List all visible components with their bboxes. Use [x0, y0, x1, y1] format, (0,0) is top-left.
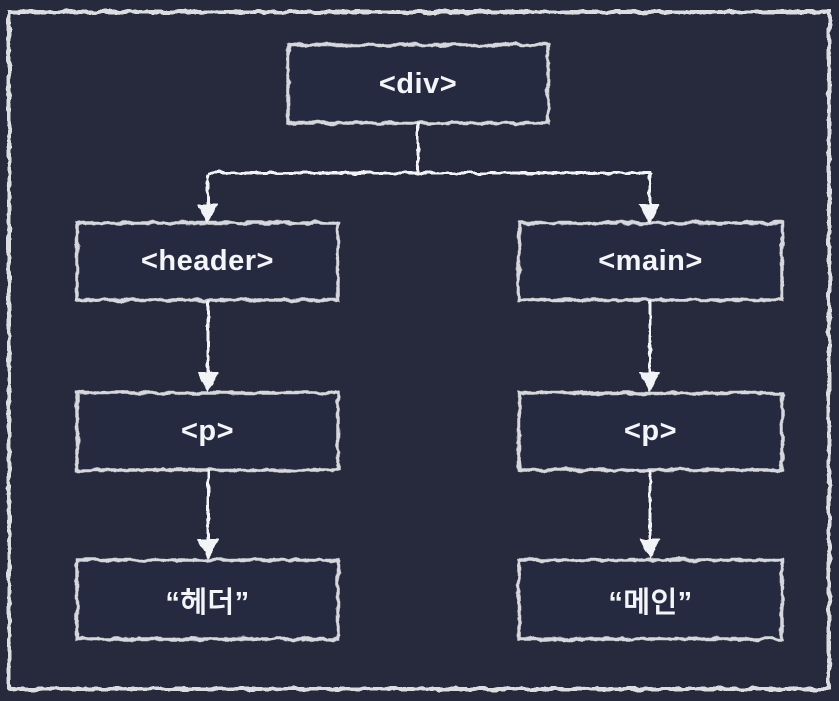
node-p-right: <p> [623, 415, 678, 447]
node-box-text-header [75, 558, 340, 641]
node-p-left: <p> [180, 415, 235, 447]
arrowhead-main-p [639, 372, 661, 392]
arrowhead-div-main [639, 204, 661, 224]
node-header: <header> [141, 245, 274, 277]
arrowhead-p-text-header [197, 539, 219, 559]
node-box-p-left [75, 391, 340, 472]
node-div: <div> [378, 67, 458, 100]
arrowhead-header-p [197, 372, 219, 392]
node-main: <main> [598, 245, 703, 277]
outer-frame [7, 10, 831, 691]
node-text-main: “메인” [608, 586, 693, 619]
edge-div-branch [206, 123, 652, 206]
arrowhead-p-text-main [639, 539, 661, 559]
node-box-text-main [517, 558, 784, 641]
arrowhead-div-header [197, 204, 219, 224]
node-text-header: “헤더” [165, 586, 250, 619]
